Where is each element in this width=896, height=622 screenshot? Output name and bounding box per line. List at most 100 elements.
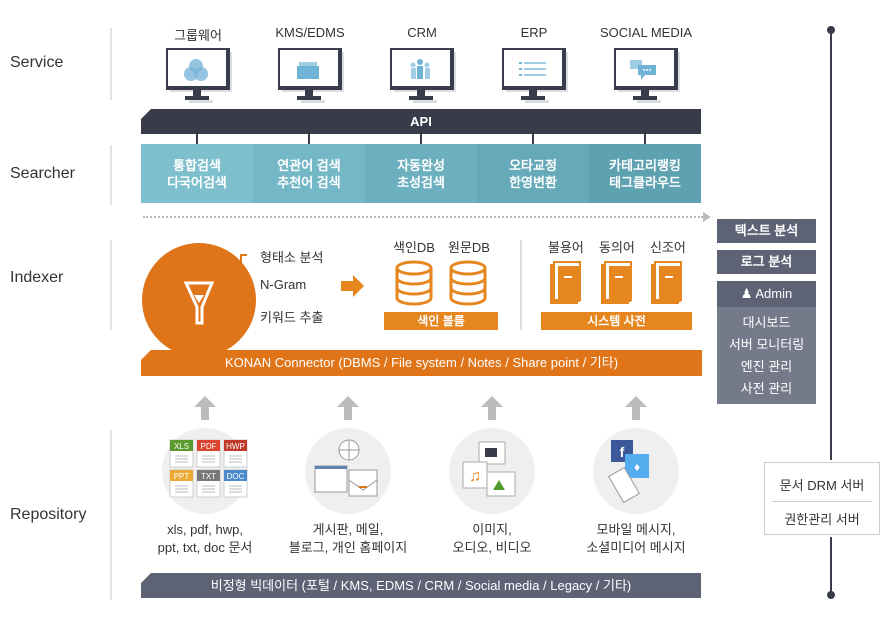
- section-label-repository: Repository: [10, 506, 87, 523]
- repository-source: ♫: [449, 428, 535, 514]
- db-index-label: 색인DB: [393, 240, 435, 255]
- divider: [110, 430, 112, 600]
- list-icon: [502, 48, 568, 103]
- service-label: ERP: [520, 25, 548, 40]
- connector-tick: [644, 134, 646, 144]
- database-icon: [395, 260, 433, 306]
- divider: [110, 240, 112, 330]
- admin-label: Admin: [755, 286, 793, 301]
- file-pdf-icon: PDF: [196, 439, 221, 468]
- caption-line: 블로그, 개인 홈페이지: [288, 540, 408, 555]
- people-icon: [390, 48, 456, 103]
- caption-line: 소셜미디어 메시지: [586, 540, 686, 555]
- connector-tick: [420, 134, 422, 144]
- file-ppt-icon: PPT: [169, 469, 194, 498]
- user-icon: ♟: [740, 286, 753, 301]
- analysis-keyword: 키워드 추출: [260, 310, 324, 325]
- svg-text:DOC: DOC: [227, 472, 245, 481]
- repository-caption: 모바일 메시지, 소셜미디어 메시지: [561, 521, 711, 557]
- dictionary-icons: [550, 261, 682, 304]
- media-icon: ♫: [462, 441, 516, 497]
- feature-line: 다국어검색: [167, 175, 227, 190]
- line-dot: [827, 26, 835, 34]
- social-mobile-icon: f♦: [608, 440, 649, 504]
- vertical-line: [830, 537, 832, 595]
- connector-tick: [308, 134, 310, 144]
- connector-bar: KONAN Connector (DBMS / File system / No…: [141, 350, 702, 376]
- arrow-right-icon: [341, 275, 364, 297]
- svg-text:PDF: PDF: [201, 442, 217, 451]
- book-icon: [651, 261, 682, 304]
- feature-line: 태그클라우드: [609, 175, 681, 190]
- unstructured-data-bar: 비정형 빅데이터 (포털 / KMS, EDMS / CRM / Social …: [141, 573, 701, 598]
- funnel-icon: [183, 281, 215, 325]
- chat-icon: [614, 48, 680, 103]
- service-label: SOCIAL MEDIA: [600, 25, 692, 40]
- drm-box: 문서 DRM 서버 권한관리 서버: [764, 462, 880, 535]
- repository-source: XLS PDF HWP PPT TXT DOC: [162, 428, 248, 514]
- svg-text:f: f: [620, 444, 625, 460]
- admin-header: ♟ Admin: [717, 281, 816, 307]
- index-volume-label: 색인 볼륨: [384, 312, 498, 330]
- book-icon: [601, 261, 632, 304]
- arrow-up-icon: [481, 396, 503, 420]
- caption-line: 모바일 메시지,: [596, 522, 676, 537]
- line-dot: [827, 591, 835, 599]
- svg-text:♦: ♦: [634, 460, 640, 474]
- divider: [110, 145, 112, 205]
- dict-stopword-label: 불용어: [548, 240, 584, 255]
- rights-server: 권한관리 서버: [784, 512, 860, 527]
- section-label-service: Service: [10, 54, 64, 71]
- api-bar: API: [141, 109, 701, 134]
- arrow-up-icon: [194, 396, 216, 420]
- groupware-icon: [166, 48, 232, 103]
- analysis-ngram: N-Gram: [260, 277, 307, 292]
- repository-caption: 이미지,오디오, 비디오: [417, 521, 567, 557]
- documents-icon: XLS PDF HWP PPT TXT DOC: [169, 439, 248, 498]
- file-hwp-icon: HWP: [223, 439, 248, 468]
- caption-line: ppt, txt, doc 문서: [157, 540, 253, 555]
- file-doc-icon: DOC: [223, 469, 248, 498]
- svg-text:TXT: TXT: [201, 472, 216, 481]
- feature-line: 통합검색: [173, 158, 221, 173]
- caption-line: 게시판, 메일,: [312, 522, 384, 537]
- admin-item-monitoring: 서버 모니터링: [728, 337, 805, 352]
- file-xls-icon: XLS: [169, 439, 194, 468]
- arrow-up-icon: [625, 396, 647, 420]
- repository-caption: 게시판, 메일, 블로그, 개인 홈페이지: [273, 521, 423, 557]
- feature-line: 카테고리랭킹: [609, 158, 681, 173]
- service-label: 그룹웨어: [174, 28, 222, 43]
- system-dictionary-label: 시스템 사전: [541, 312, 692, 330]
- database-icon: [449, 260, 487, 306]
- svg-text:PPT: PPT: [174, 472, 190, 481]
- connector-tick: [532, 134, 534, 144]
- arrow-right-icon: [703, 212, 711, 222]
- admin-item-engine: 엔진 관리: [740, 359, 793, 374]
- feature-line: 오타교정: [509, 158, 557, 173]
- file-txt-icon: TXT: [196, 469, 221, 498]
- admin-menu: 대시보드 서버 모니터링 엔진 관리 사전 관리: [717, 307, 816, 404]
- analysis-morph: 형태소 분석: [260, 250, 324, 265]
- bracket-stem: [230, 285, 242, 287]
- dict-synonym-label: 동의어: [599, 240, 635, 255]
- admin-item-dashboard: 대시보드: [742, 315, 791, 330]
- book-icon: [550, 261, 581, 304]
- svg-text:♫: ♫: [469, 468, 481, 485]
- repository-source: [305, 428, 391, 514]
- caption-line: xls, pdf, hwp,: [167, 522, 243, 537]
- divider: [520, 240, 522, 330]
- connector-tick: [196, 134, 198, 144]
- db-source-label: 원문DB: [448, 240, 490, 255]
- text-analysis-box: 텍스트 분석: [717, 219, 816, 243]
- section-label-indexer: Indexer: [10, 269, 64, 286]
- document-stack-icon: [278, 48, 344, 103]
- repository-caption: xls, pdf, hwp, ppt, txt, doc 문서: [130, 521, 280, 557]
- log-analysis-box: 로그 분석: [717, 250, 816, 274]
- admin-item-dictionary: 사전 관리: [740, 381, 793, 396]
- svg-text:XLS: XLS: [174, 442, 189, 451]
- service-label: KMS/EDMS: [275, 25, 345, 40]
- arrow-up-icon: [337, 396, 359, 420]
